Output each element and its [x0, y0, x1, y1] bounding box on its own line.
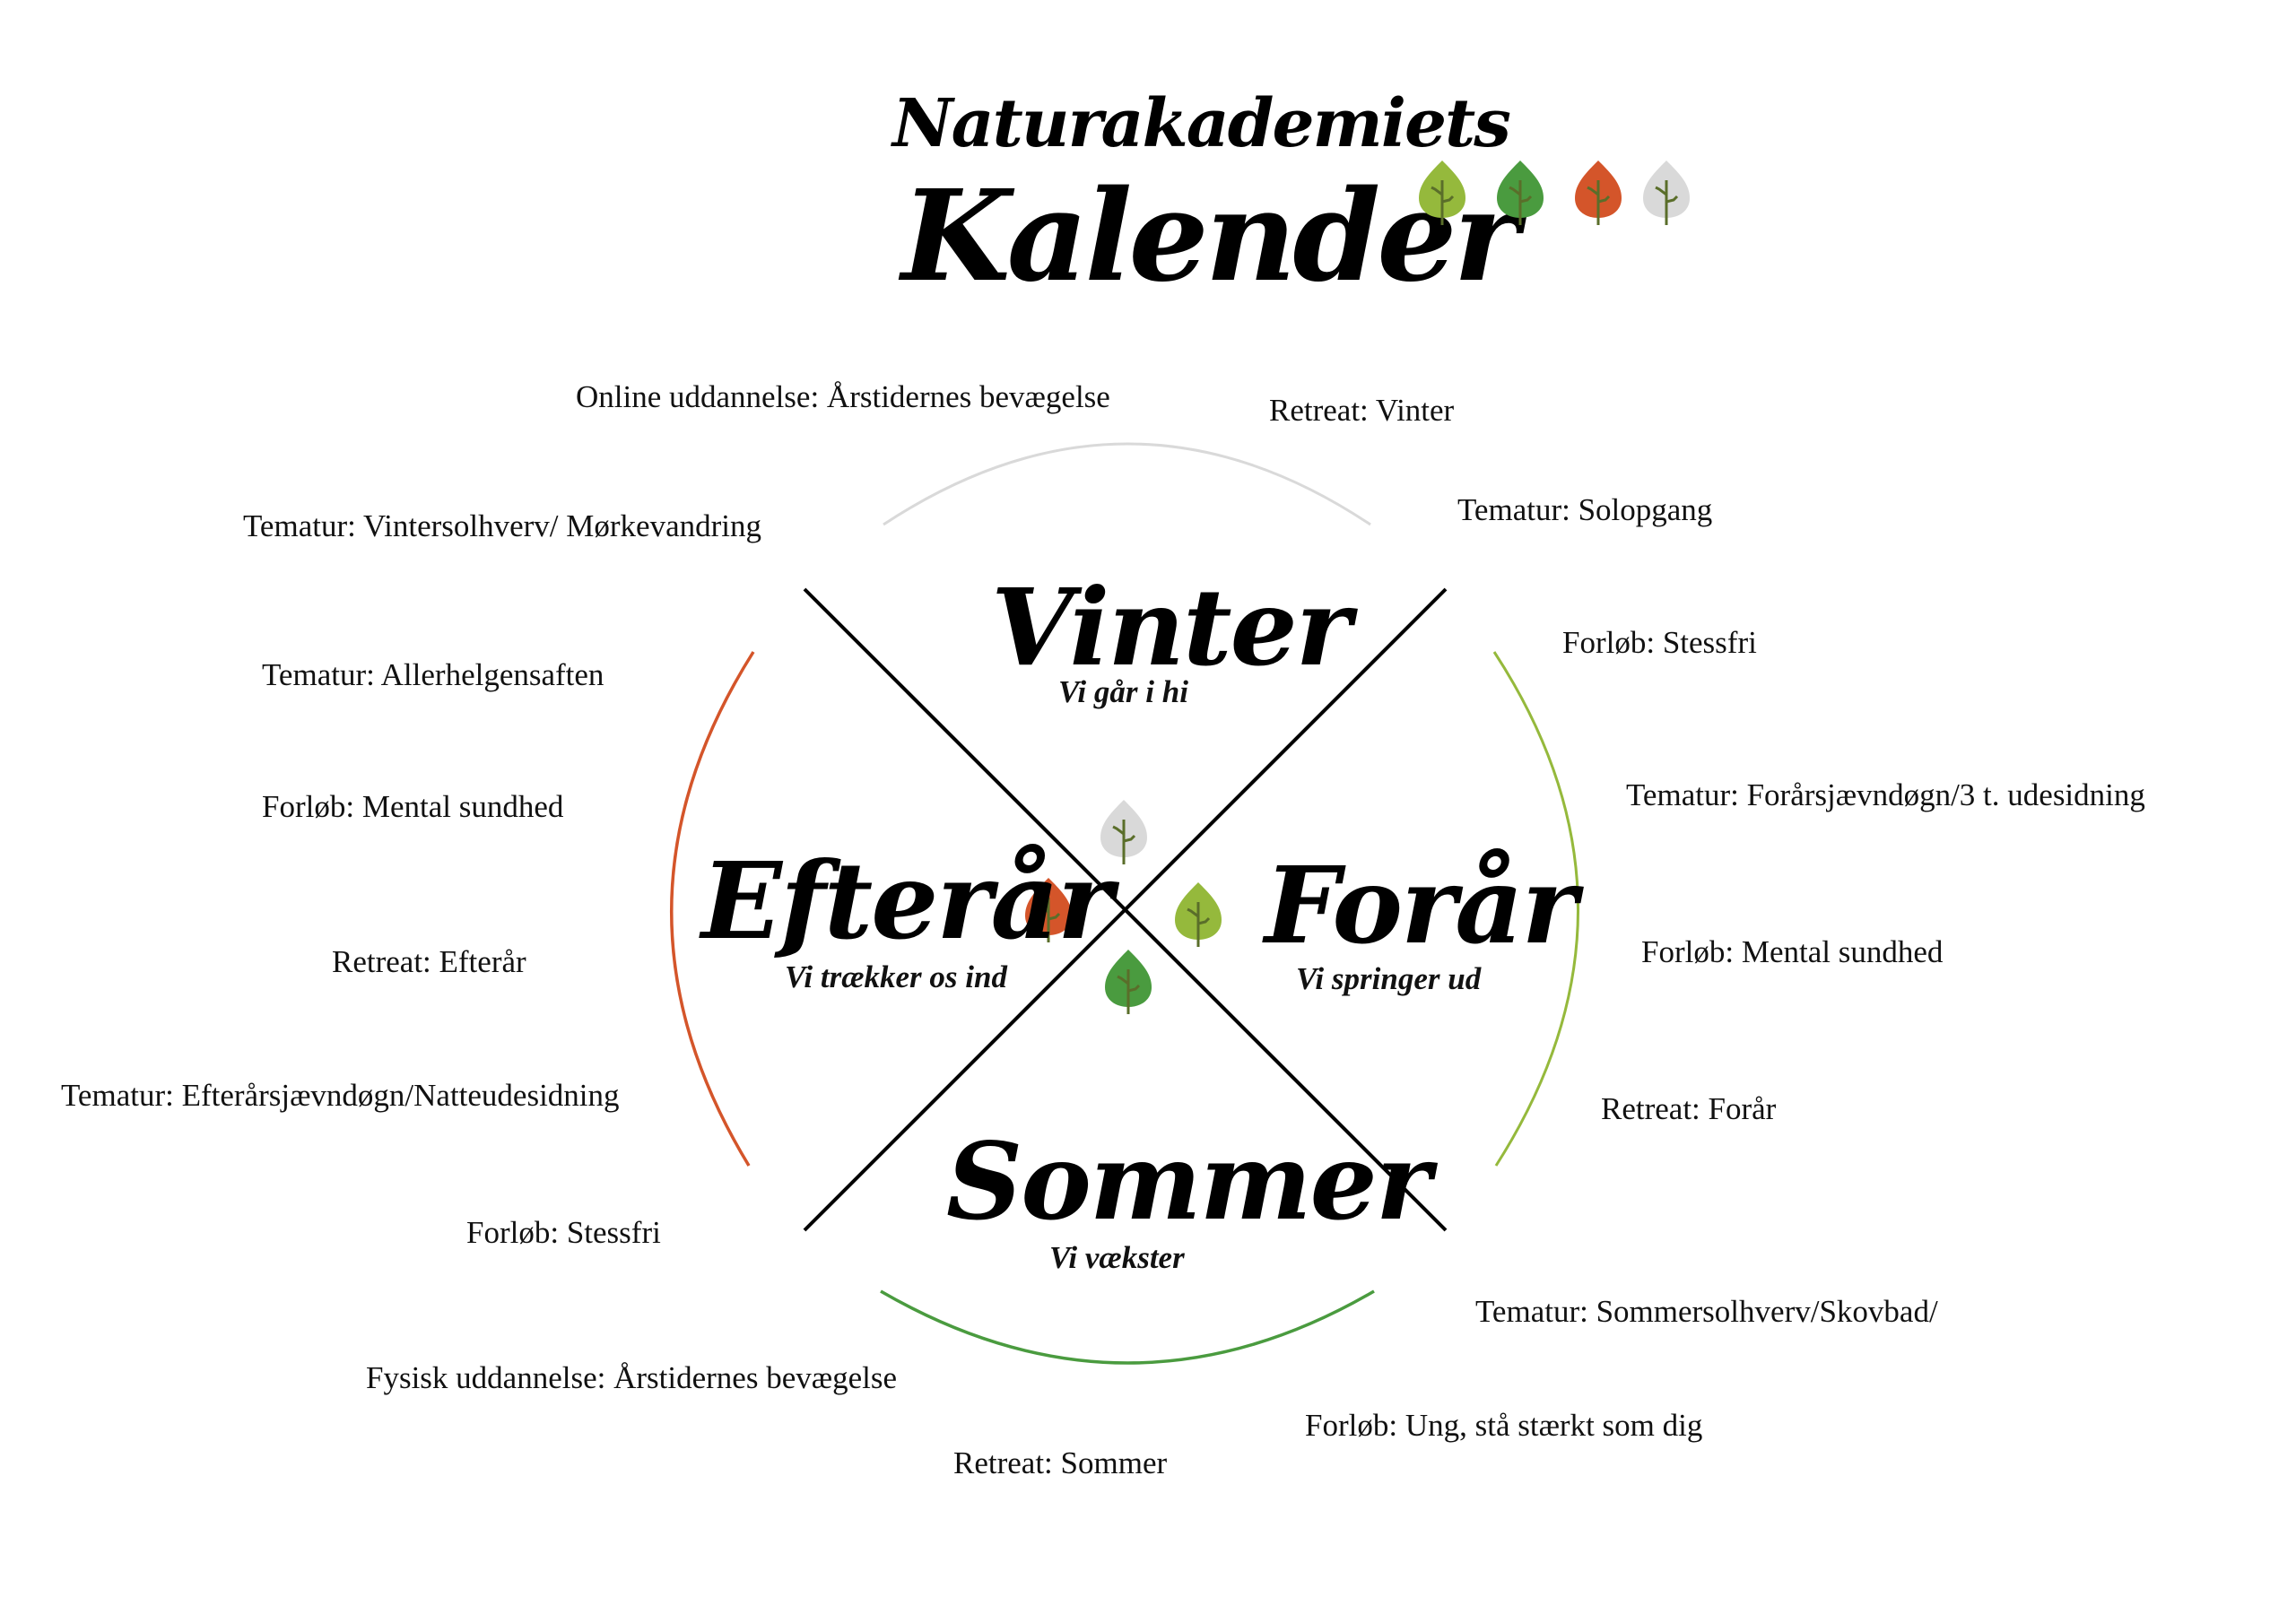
leaf-icon-winter	[1643, 161, 1690, 225]
event-label: Fysisk uddannelse: Årstidernes bevægelse	[366, 1360, 897, 1395]
event-label: Tematur: Allerhelgensaften	[262, 657, 604, 692]
event-label: Tematur: Efterårsjævndøgn/Natteudesidnin…	[61, 1078, 620, 1113]
event-label: Retreat: Vinter	[1269, 393, 1455, 428]
leaf-icon-spring	[1419, 161, 1465, 225]
leaf-icon-center-spring	[1175, 882, 1222, 947]
season-name-spring: Forår	[1265, 843, 1578, 968]
season-name-winter: Vinter	[991, 565, 1352, 690]
event-label: Retreat: Efterår	[332, 944, 526, 979]
diagonal-line-2	[803, 587, 1448, 1232]
event-label: Tematur: Vintersolhverv/ Mørkevandring	[243, 508, 761, 543]
season-motto-summer: Vi vækster	[1049, 1240, 1185, 1275]
event-label: Retreat: Forår	[1601, 1091, 1777, 1126]
season-motto-spring: Vi springer ud	[1296, 961, 1482, 996]
event-label: Forløb: Ung, stå stærkt som dig	[1305, 1408, 1703, 1443]
season-motto-autumn: Vi trækker os ind	[785, 959, 1007, 994]
spring-arc	[1492, 651, 1579, 1167]
title-line-2: Kalender	[901, 163, 1519, 310]
event-label: Retreat: Sommer	[953, 1445, 1168, 1480]
leaf-icon-center-winter	[1100, 800, 1147, 864]
leaf-icon-summer	[1497, 161, 1544, 225]
event-label: Forløb: Stessfri	[1562, 625, 1757, 660]
event-label: Forløb: Mental sundhed	[1641, 934, 1944, 969]
summer-arc	[880, 1289, 1375, 1365]
event-label: Forløb: Stessfri	[466, 1215, 661, 1250]
leaf-icon-center-autumn	[1025, 878, 1072, 942]
leaf-icon-center-summer	[1105, 950, 1152, 1014]
event-label: Forløb: Mental sundhed	[262, 789, 564, 824]
autumn-arc	[670, 651, 755, 1167]
season-motto-winter: Vi går i hi	[1058, 674, 1188, 709]
leaf-icon-autumn	[1575, 161, 1622, 225]
winter-arc	[883, 442, 1371, 526]
event-label: Online uddannelse: Årstidernes bevægelse	[576, 379, 1110, 414]
event-label: Tematur: Sommersolhverv/Skovbad/	[1475, 1294, 1938, 1329]
season-name-autumn: Efterår	[701, 838, 1113, 963]
season-name-summer: Sommer	[946, 1119, 1431, 1244]
title-line-1: Naturakademiets	[892, 85, 1511, 162]
event-label: Tematur: Solopgang	[1457, 492, 1713, 527]
event-label: Tematur: Forårsjævndøgn/3 t. udesidning	[1626, 777, 2145, 812]
